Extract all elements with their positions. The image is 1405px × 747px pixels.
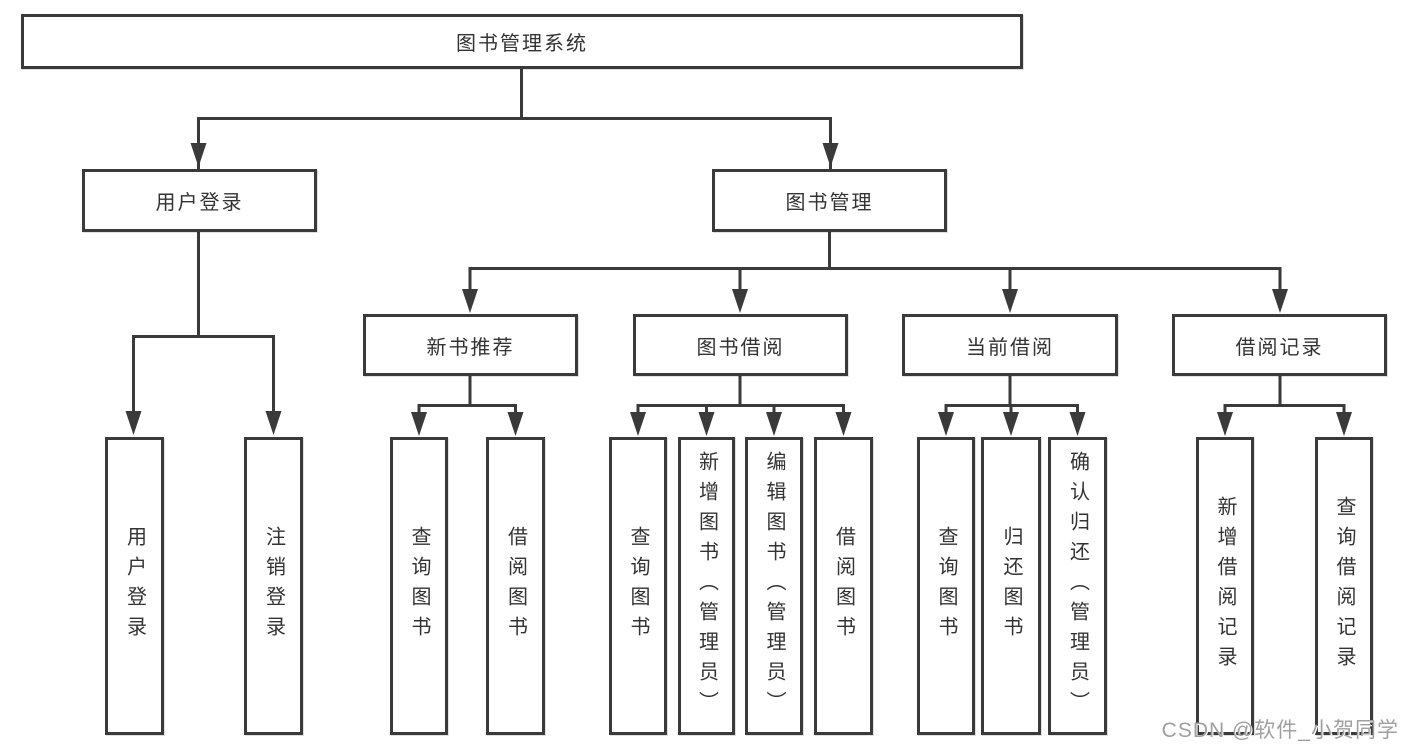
leaf-label: 确认归还（管理员） bbox=[1066, 451, 1089, 721]
leaf-label: 归还图书 bbox=[1000, 526, 1022, 646]
node-label: 用户登录 bbox=[155, 192, 244, 214]
arrow-down-icon bbox=[462, 289, 478, 313]
connector-line bbox=[417, 376, 517, 420]
leaf-label: 注销登录 bbox=[262, 526, 285, 646]
leaf-query-borrow-record: 查询借阅记录 bbox=[1315, 437, 1373, 735]
node-current-borrow: 当前借阅 bbox=[902, 314, 1118, 376]
node-book-borrow: 图书借阅 bbox=[633, 314, 848, 376]
leaf-label: 新增借阅记录 bbox=[1214, 496, 1236, 676]
node-new-book-recommend: 新书推荐 bbox=[363, 314, 578, 376]
arrow-down-icon bbox=[411, 412, 427, 436]
arrow-down-icon bbox=[698, 412, 715, 436]
connector-line bbox=[468, 232, 1282, 296]
node-label: 图书管理系统 bbox=[456, 33, 588, 55]
leaf-label: 新增图书（管理员） bbox=[695, 451, 718, 721]
connector-line bbox=[636, 376, 845, 420]
node-label: 新书推荐 bbox=[426, 336, 515, 359]
arrow-down-icon bbox=[822, 143, 839, 167]
leaf-query-books-recommend: 查询图书 bbox=[390, 437, 448, 735]
arrow-down-icon bbox=[125, 411, 142, 435]
node-library-system: 图书管理系统 bbox=[21, 14, 1023, 69]
leaf-edit-book-admin: 编辑图书（管理员） bbox=[745, 437, 803, 735]
arrow-down-icon bbox=[1003, 412, 1019, 436]
arrow-down-icon bbox=[265, 411, 282, 435]
arrow-down-icon bbox=[835, 412, 852, 436]
leaf-label: 借阅图书 bbox=[504, 526, 527, 646]
arrow-down-icon bbox=[630, 412, 646, 436]
node-book-management: 图书管理 bbox=[712, 169, 947, 232]
leaf-label: 查询图书 bbox=[935, 526, 957, 646]
node-label: 图书管理 bbox=[785, 192, 874, 214]
arrow-down-icon bbox=[1336, 412, 1352, 436]
connector-line bbox=[197, 69, 832, 169]
node-borrow-records: 借阅记录 bbox=[1172, 314, 1387, 376]
leaf-label: 查询图书 bbox=[627, 526, 649, 646]
arrow-down-icon bbox=[1272, 289, 1288, 313]
leaf-label: 借阅图书 bbox=[832, 526, 855, 646]
arrow-down-icon bbox=[938, 412, 954, 436]
arrow-down-icon bbox=[766, 412, 782, 436]
arrow-down-icon bbox=[1002, 289, 1018, 313]
leaf-label: 查询借阅记录 bbox=[1333, 496, 1355, 676]
leaf-borrow-books: 借阅图书 bbox=[814, 437, 873, 735]
arrow-down-icon bbox=[1069, 412, 1086, 436]
leaf-query-books-current: 查询图书 bbox=[917, 437, 975, 735]
connector-line bbox=[132, 232, 275, 420]
leaf-return-book: 归还图书 bbox=[981, 437, 1041, 735]
arrow-down-icon bbox=[732, 289, 748, 313]
connector-line bbox=[1223, 376, 1346, 420]
node-user-login: 用户登录 bbox=[82, 169, 317, 232]
leaf-add-book-admin: 新增图书（管理员） bbox=[678, 437, 735, 735]
arrow-down-icon bbox=[507, 412, 524, 436]
leaf-label: 查询图书 bbox=[408, 526, 430, 646]
leaf-user-login: 用户登录 bbox=[105, 437, 164, 735]
arrow-down-icon bbox=[190, 143, 207, 167]
node-label: 借阅记录 bbox=[1235, 336, 1324, 359]
leaf-query-books-borrow: 查询图书 bbox=[609, 437, 667, 735]
leaf-confirm-return-admin: 确认归还（管理员） bbox=[1048, 437, 1107, 735]
leaf-logout: 注销登录 bbox=[244, 437, 303, 735]
node-label: 图书借阅 bbox=[696, 336, 785, 359]
node-label: 当前借阅 bbox=[966, 336, 1054, 359]
leaf-add-borrow-record: 新增借阅记录 bbox=[1196, 437, 1254, 735]
arrow-down-icon bbox=[1217, 412, 1233, 436]
leaf-label: 编辑图书（管理员） bbox=[763, 451, 785, 721]
leaf-label: 用户登录 bbox=[123, 526, 146, 646]
csdn-watermark: CSDN @软件_小贺同学 bbox=[1161, 719, 1399, 742]
leaf-borrow-books-recommend: 借阅图书 bbox=[486, 437, 545, 735]
